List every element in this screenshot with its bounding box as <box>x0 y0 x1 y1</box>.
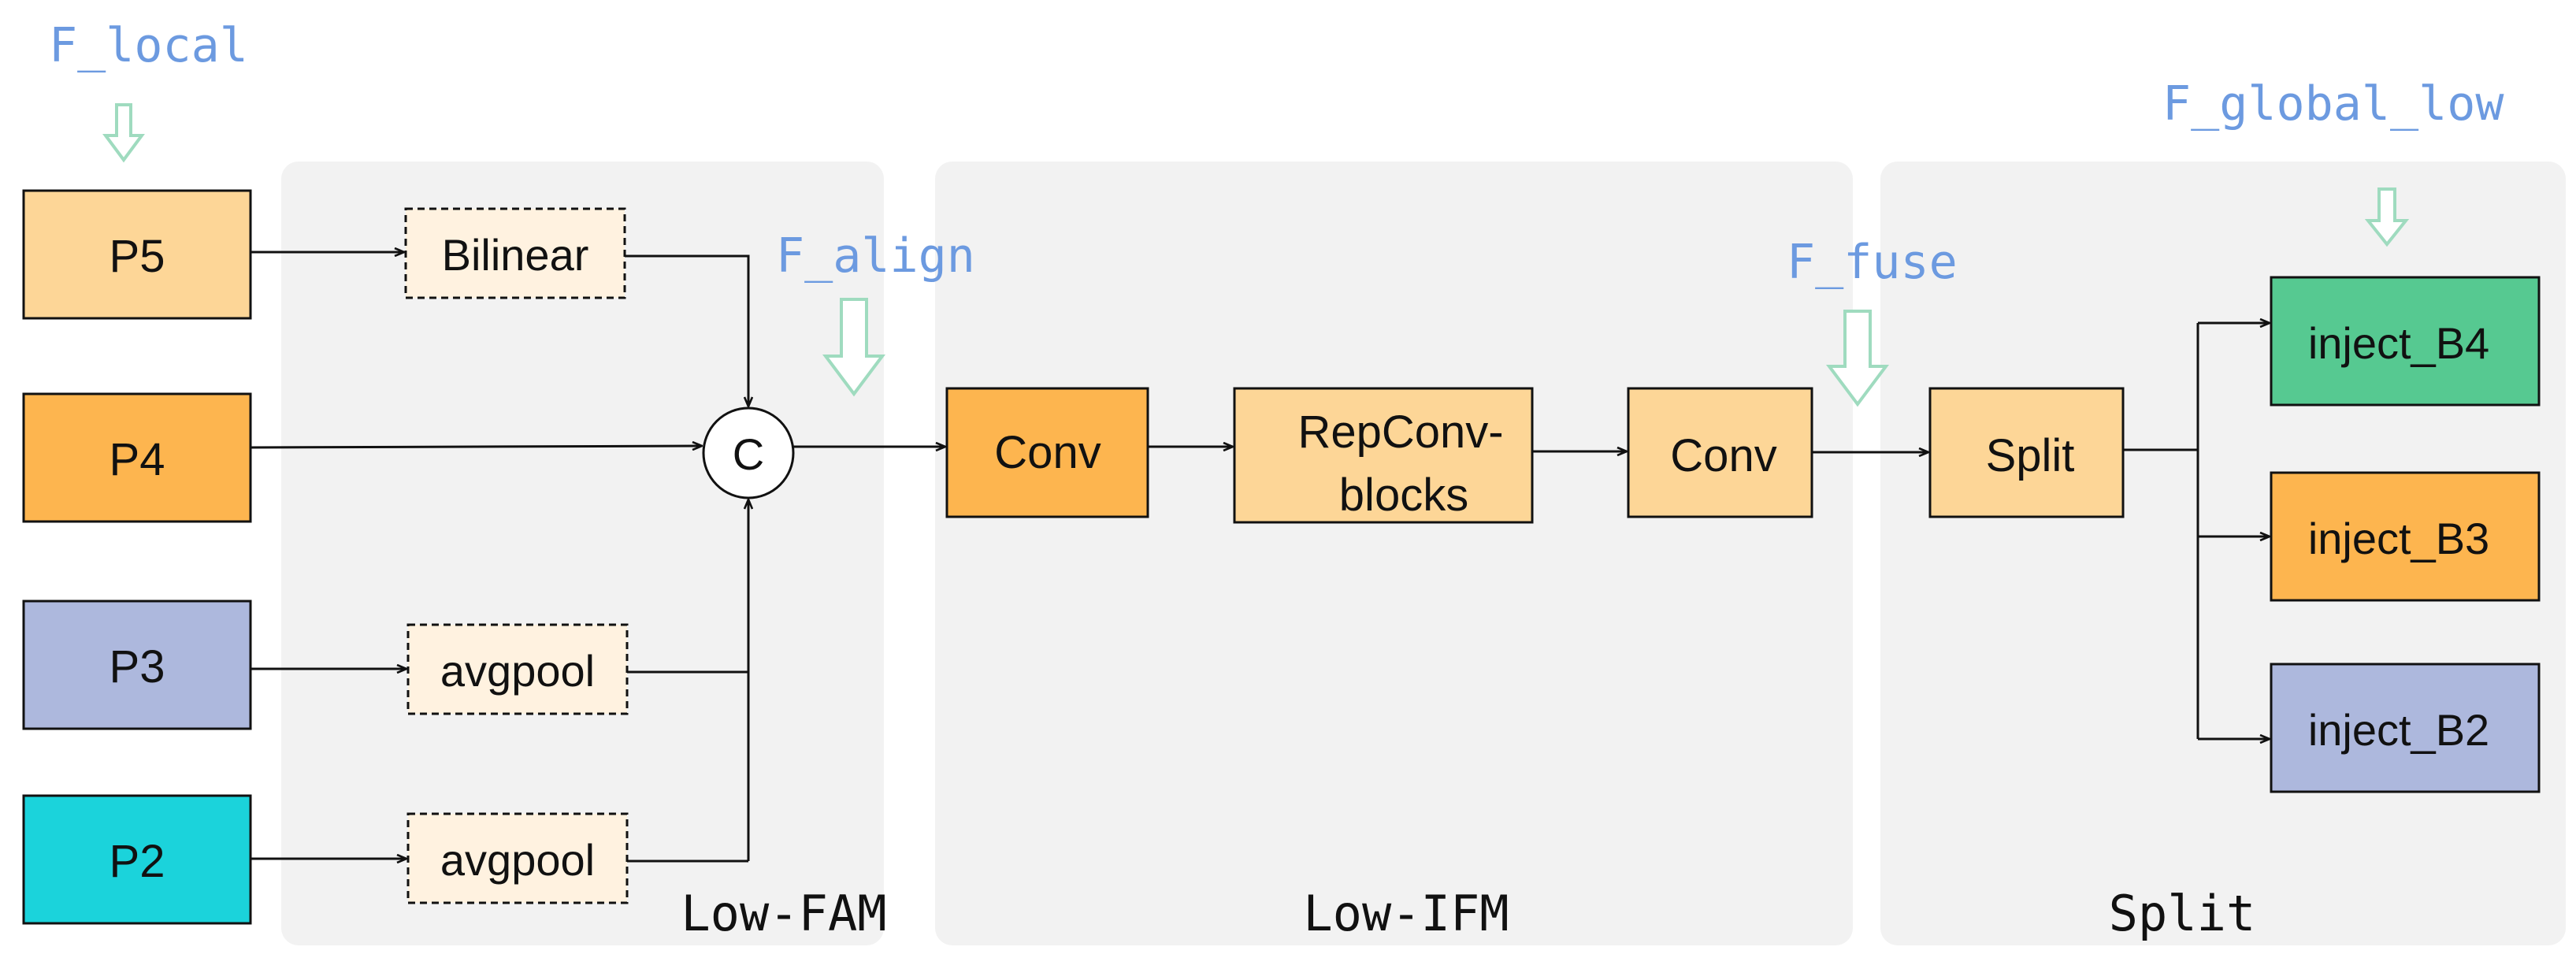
f-global-low-hollow-arrow-icon <box>2364 187 2410 247</box>
conv-box-1 <box>945 387 1149 518</box>
arrow-bilinear-concat <box>625 254 748 407</box>
avgpool-label-2: avgpool <box>440 835 595 885</box>
low-fam-panel <box>281 162 884 945</box>
split-box-label: Split <box>1986 430 2075 481</box>
inject-b4-box <box>2270 276 2541 407</box>
conv-label-2: Conv <box>1670 430 1776 481</box>
p4-label: P4 <box>109 434 165 485</box>
bilinear-label: Bilinear <box>442 230 589 280</box>
bilinear-box <box>404 207 626 299</box>
conv-label-1: Conv <box>994 427 1101 478</box>
low-ifm-panel <box>935 162 1853 945</box>
p2-box <box>22 794 252 925</box>
concat-label: C <box>733 429 764 479</box>
p3-box <box>22 600 252 730</box>
p3-label: P3 <box>109 641 165 692</box>
avgpool-label-1: avgpool <box>440 646 595 696</box>
repconv-label-line1: RepConv- <box>1297 407 1503 458</box>
p2-label: P2 <box>109 836 165 887</box>
inject-b4-label: inject_B4 <box>2308 318 2489 368</box>
arrow-p4-concat <box>250 446 702 447</box>
low-ifm-title: Low-IFM <box>1303 885 1509 942</box>
low-fam-title: Low-FAM <box>681 885 886 942</box>
inject-b3-label: inject_B3 <box>2308 514 2489 563</box>
f-local-hollow-arrow-icon <box>102 103 145 163</box>
concat-node <box>702 407 795 499</box>
p4-box <box>22 392 252 523</box>
p5-label: P5 <box>109 231 165 282</box>
f-align-hollow-arrow-icon <box>822 298 885 397</box>
split-title: Split <box>2109 885 2256 942</box>
repconv-box <box>1233 387 1534 524</box>
repconv-label-line2: blocks <box>1339 470 1468 521</box>
f-align-label: F_align <box>776 228 975 284</box>
f-global-low-label: F_global_low <box>2162 76 2504 132</box>
f-local-label: F_local <box>49 18 248 73</box>
inject-b2-box <box>2270 663 2541 793</box>
f-fuse-hollow-arrow-icon <box>1826 310 1889 407</box>
inject-b3-box <box>2270 471 2541 602</box>
avgpool-box-2 <box>406 812 629 904</box>
inject-b2-label: inject_B2 <box>2308 705 2489 755</box>
p5-box <box>22 189 252 320</box>
split-box <box>1928 387 2125 518</box>
conv-box-2 <box>1627 387 1813 518</box>
avgpool-box-1 <box>406 623 629 715</box>
f-fuse-label: F_fuse <box>1787 235 1958 290</box>
